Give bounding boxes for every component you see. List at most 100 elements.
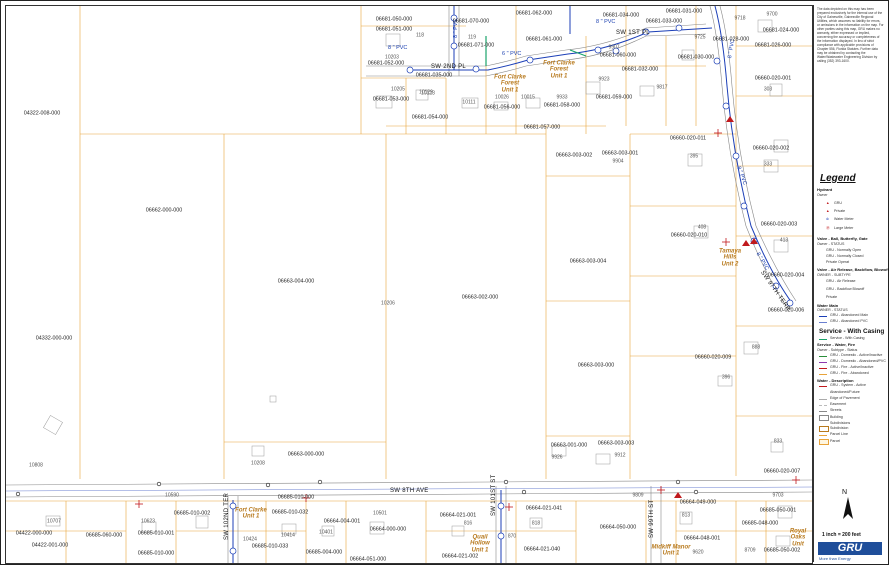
north-label: N bbox=[842, 489, 848, 496]
parcel-lines bbox=[6, 6, 812, 563]
address-label: 9700 bbox=[766, 11, 778, 18]
address-label: 10111 bbox=[462, 99, 476, 106]
parcel-label: 06681-053-000 bbox=[372, 96, 410, 103]
pipe-label: 6 " PVC bbox=[502, 51, 522, 57]
parcel-label: 04322-008-000 bbox=[23, 110, 61, 117]
parcel-label: 04422-001-000 bbox=[31, 542, 69, 549]
legend-valve-owner: Owner - STATUS bbox=[817, 242, 845, 246]
legend-swatch bbox=[819, 415, 829, 421]
gru-tagline: More than Energy bbox=[819, 556, 851, 561]
address-label: 9718 bbox=[734, 15, 746, 22]
legend-feature-4: Building bbox=[830, 415, 843, 419]
parcel-label: 06664-021-001 bbox=[439, 512, 477, 519]
legend-valve-6: Private bbox=[826, 295, 838, 299]
legend-valve-3: Private Operat bbox=[826, 260, 850, 264]
street-sw-102nd-ter: SW 102ND TER bbox=[224, 492, 230, 540]
parcel-label: 06664-049-000 bbox=[679, 499, 717, 506]
water-mains bbox=[6, 6, 812, 563]
legend-feature-6: Subdivision bbox=[830, 426, 849, 430]
parcel-label: 04332-000-000 bbox=[35, 335, 73, 342]
address-label: 10208 bbox=[251, 460, 265, 467]
address-label: 816 bbox=[463, 520, 473, 527]
parcel-label: 06685-060-000 bbox=[85, 532, 123, 539]
parcel-label: 06681-052-000 bbox=[367, 60, 405, 67]
survey-points bbox=[15, 479, 699, 497]
legend-valve2-heading: Valve - Air Release, Backflow, Blowoff bbox=[817, 267, 889, 272]
address-label: 870 bbox=[507, 533, 517, 540]
address-label: 10205 bbox=[391, 86, 405, 93]
parcel-label: 06660-020-006 bbox=[767, 307, 805, 314]
street-sw-101st-st: SW 101ST ST bbox=[491, 474, 497, 516]
legend-swatch bbox=[819, 362, 827, 363]
parcel-label: 06664-048-001 bbox=[683, 535, 721, 542]
address-label: 9817 bbox=[656, 84, 668, 91]
street-sw-99th-st: SW 99TH ST bbox=[649, 499, 655, 538]
legend-swatch bbox=[819, 435, 827, 436]
address-label: 9703 bbox=[772, 492, 784, 499]
address-label: 10501 bbox=[373, 510, 387, 517]
subdivision-label: Royal Oaks Unit bbox=[789, 528, 807, 548]
address-label: 119 bbox=[468, 34, 476, 41]
address-label: 10707 bbox=[47, 518, 61, 525]
legend-feature-8: Parcel bbox=[830, 439, 841, 443]
legend-casing-2: Abandoned/Future bbox=[830, 390, 860, 394]
parcel-label: 06681-031-000 bbox=[665, 8, 703, 15]
legend-hydrant-gru: ▲ bbox=[826, 201, 830, 205]
parcel-label: 06681-051-000 bbox=[375, 26, 413, 33]
address-label: 118 bbox=[416, 32, 424, 39]
legend-service-2: GRU - Domestic - Abandoned/PVC bbox=[830, 359, 886, 363]
legend-main-owner: OWNER - STATUS bbox=[817, 308, 848, 312]
legend-valve-heading: Valve - Ball, Butterfly, Gate bbox=[817, 236, 868, 241]
legend-valve2-owner: OWNER - SUBTYPE bbox=[817, 273, 851, 277]
parcel-label: 06681-030-000 bbox=[677, 54, 715, 61]
legend-main-1: GRU - Abandoned Main bbox=[830, 313, 869, 317]
legend-main-2: GRU - Abandoned PVC bbox=[830, 319, 868, 323]
legend-swatch bbox=[819, 439, 829, 445]
legend-service-4: GRU - Fire - Abandoned bbox=[830, 371, 869, 375]
parcel-label: 06664-021-041 bbox=[525, 505, 563, 512]
subdivision-label: Midkiff Manor Unit 1 bbox=[651, 544, 691, 557]
parcel-label: 06681-033-000 bbox=[645, 18, 683, 25]
address-label: 395 bbox=[689, 153, 699, 160]
legend-swatch bbox=[819, 405, 827, 406]
legend-service-b: Service - Water, Fire bbox=[817, 342, 856, 347]
address-label: 9912 bbox=[614, 452, 626, 459]
legend-hydrant-private: ▲ bbox=[826, 209, 830, 213]
subdivision-label: Quail Hollow Unit 1 bbox=[470, 534, 490, 554]
legend-swatch bbox=[819, 316, 827, 317]
parcel-label: 06681-034-000 bbox=[602, 12, 640, 19]
disclaimer-text: The data depicted on this map has been p… bbox=[817, 7, 884, 63]
parcel-label: 06664-050-000 bbox=[599, 524, 637, 531]
pipe-label: 8 " PVC bbox=[596, 19, 616, 25]
legend-feature-7: Parcel Line bbox=[830, 432, 848, 436]
parcel-label: 06681-070-000 bbox=[452, 18, 490, 25]
legend-hydrant-heading: Hydrant bbox=[817, 187, 833, 192]
legend-swatch bbox=[819, 322, 827, 323]
address-label: 8709 bbox=[744, 547, 756, 554]
address-label: 9725 bbox=[694, 34, 706, 41]
parcel-label: 06681-028-000 bbox=[712, 36, 750, 43]
map-canvas[interactable]: SW 8TH AVE SW 2ND PL SW 1ST PL SW 101ST … bbox=[5, 5, 813, 564]
valves bbox=[229, 14, 794, 555]
legend-service-heading: Owner - Subtype - Status bbox=[817, 348, 858, 352]
parcel-label: 06681-024-000 bbox=[762, 27, 800, 34]
parcel-label: 06660-020-010 bbox=[670, 232, 708, 239]
parcel-label: 06681-057-000 bbox=[523, 124, 561, 131]
address-label: 303 bbox=[763, 86, 773, 93]
legend-service-a: Service - With Casing bbox=[830, 336, 865, 340]
address-label: 10808 bbox=[29, 462, 43, 469]
legend-swatch bbox=[819, 386, 827, 387]
parcel-label: 06663-002-000 bbox=[461, 294, 499, 301]
address-label: 10203 bbox=[385, 54, 399, 61]
address-label: 10424 bbox=[243, 536, 257, 543]
parcel-label: 06663-003-003 bbox=[597, 440, 635, 447]
parcel-label: 06681-059-000 bbox=[595, 94, 633, 101]
legend-large-meter: Large Meter bbox=[834, 226, 854, 230]
map-drawing bbox=[6, 6, 812, 563]
subdivision-label: Fort Clarke Forest Unit 1 bbox=[494, 74, 526, 94]
subdivision-label: Tamaya Hills Unit 2 bbox=[718, 248, 742, 268]
legend-swatch bbox=[819, 411, 827, 412]
parcel-label: 06660-020-003 bbox=[760, 221, 798, 228]
street-sw-1st-pl: SW 1ST PL bbox=[616, 30, 650, 36]
parcel-label: 06660-020-001 bbox=[754, 75, 792, 82]
